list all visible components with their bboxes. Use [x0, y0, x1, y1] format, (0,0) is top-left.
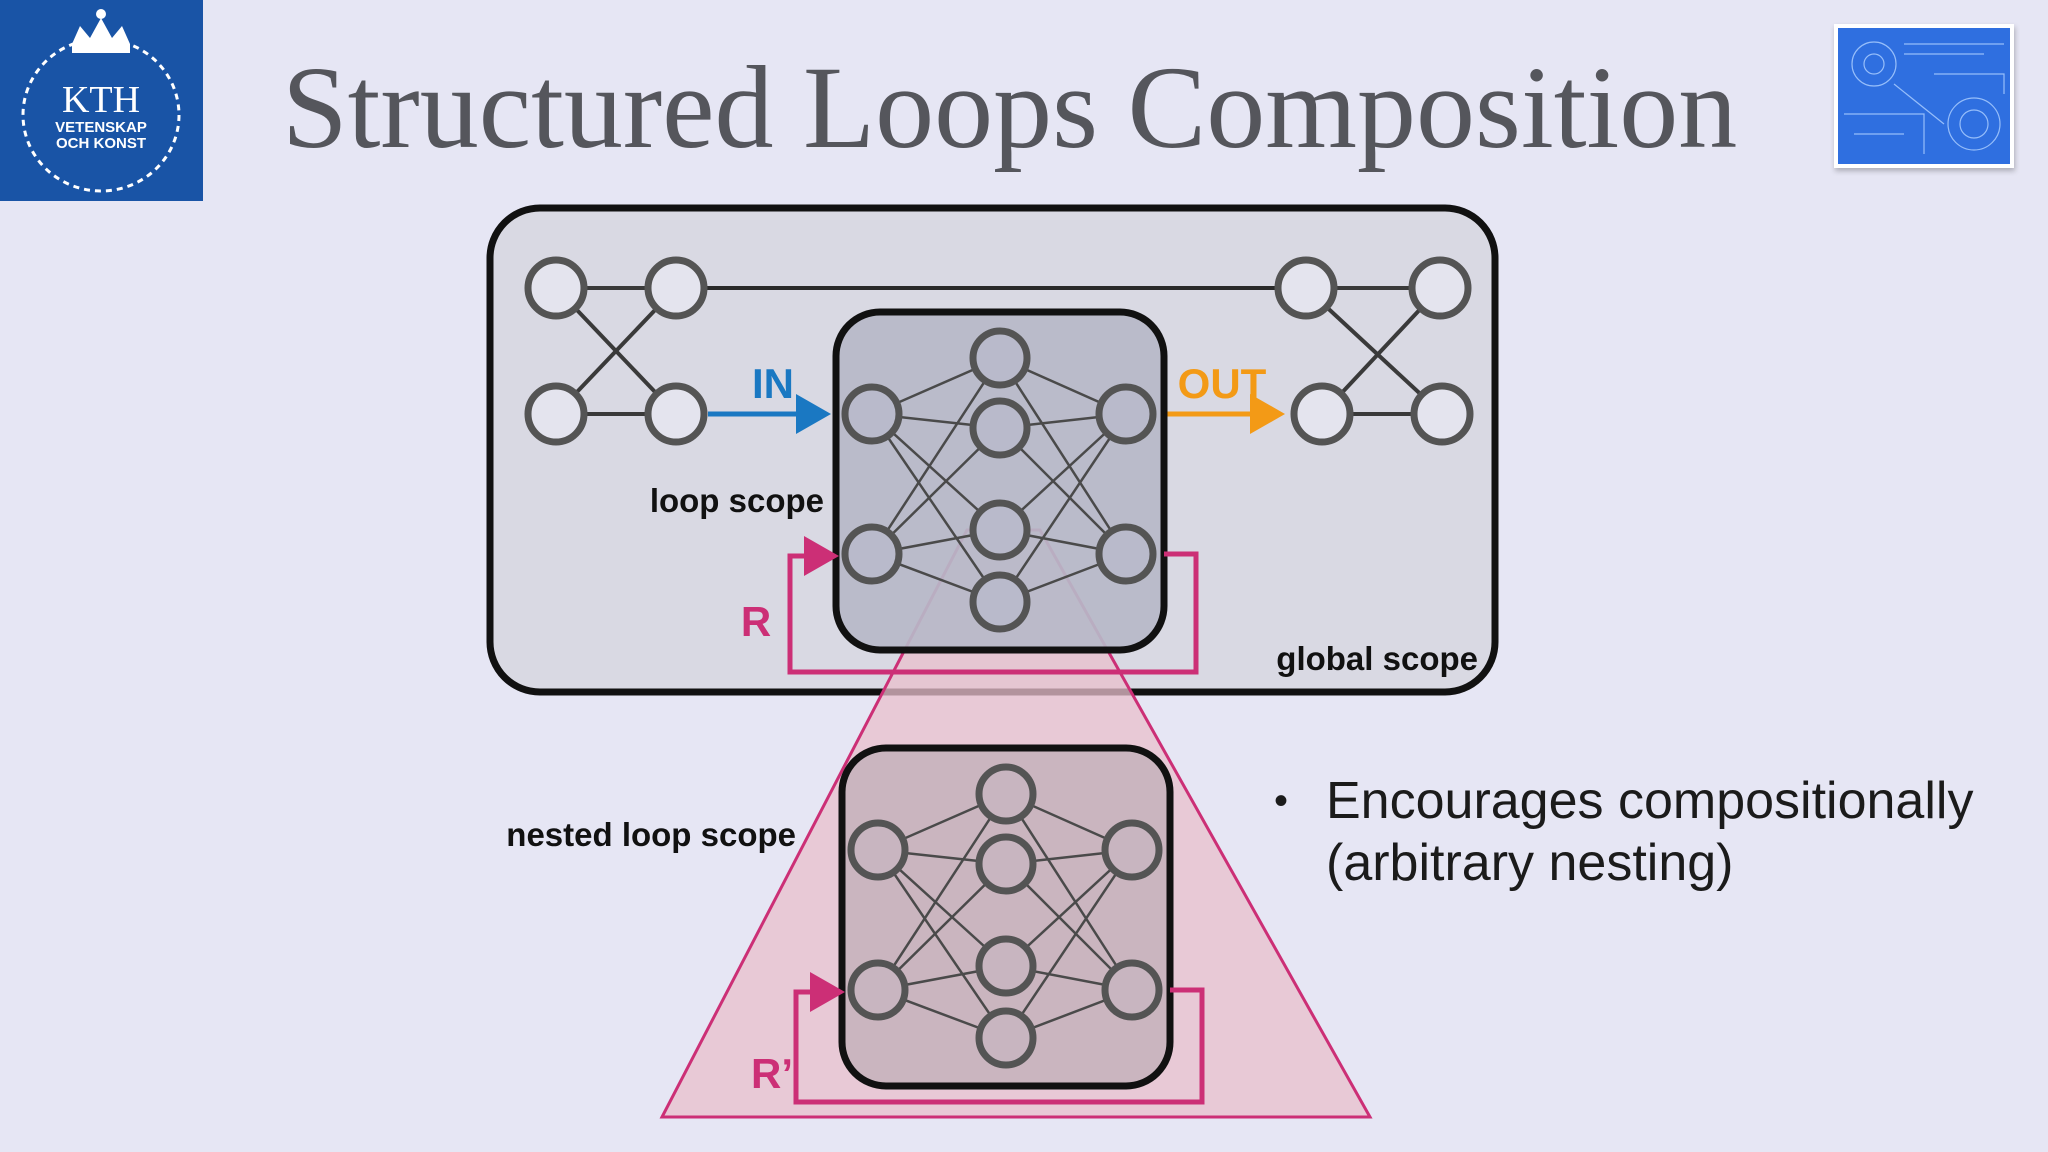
network-edge: [1004, 793, 1134, 991]
kth-logo: KTH VETENSKAP OCH KONST: [0, 0, 203, 201]
loop-scope-label: loop scope: [650, 482, 824, 519]
network-node: [841, 523, 903, 585]
logo-line1: VETENSKAP: [55, 119, 147, 136]
network-edge: [998, 413, 1128, 603]
nested-recurrence-arrow: [793, 972, 1205, 1105]
nested-loop-network: [847, 763, 1163, 1069]
network-edge: [1004, 849, 1134, 1039]
node: [524, 382, 588, 446]
in-label: IN: [752, 360, 794, 407]
network-node: [969, 499, 1031, 561]
network-edge: [870, 357, 1002, 555]
node: [524, 256, 588, 320]
nested-recurrence-label: R’: [751, 1050, 793, 1097]
bullet-line-1: Encourages compositionally: [1326, 772, 1974, 830]
network-node: [975, 935, 1037, 997]
network-node: [841, 383, 903, 445]
loop-scope-network: [841, 327, 1157, 633]
nested-loop-scope-label: nested loop scope: [506, 816, 796, 853]
left-network: [524, 256, 708, 446]
network-edge: [876, 849, 1008, 1039]
network-edge: [876, 793, 1008, 991]
network-node: [969, 327, 1031, 389]
network-node: [975, 833, 1037, 895]
blueprint-icon: [1838, 28, 2010, 164]
network-node: [847, 819, 909, 881]
network-edge: [998, 357, 1128, 555]
page-title: Structured Loops Composition: [282, 42, 1738, 173]
network-node: [1095, 383, 1157, 445]
network-node: [1095, 523, 1157, 585]
logo-line2: OCH KONST: [56, 135, 146, 152]
network-node: [969, 397, 1031, 459]
network-node: [969, 571, 1031, 633]
bullet-marker: •: [1274, 779, 1289, 823]
out-label: OUT: [1178, 360, 1267, 407]
logo-name: KTH: [62, 79, 140, 121]
network-node: [1101, 819, 1163, 881]
node: [644, 256, 708, 320]
node: [1274, 256, 1338, 320]
network-node: [847, 959, 909, 1021]
network-node: [1101, 959, 1163, 1021]
network-edge: [870, 413, 1002, 603]
recurrence-label: R: [741, 598, 771, 645]
global-scope-label: global scope: [1276, 640, 1478, 677]
node: [1410, 382, 1474, 446]
node: [644, 382, 708, 446]
kth-crest-icon: KTH VETENSKAP OCH KONST: [21, 9, 181, 193]
network-node: [975, 763, 1037, 825]
blueprint-thumbnail: [1834, 24, 2014, 168]
bullet-line-2: (arbitrary nesting): [1326, 834, 1734, 892]
node: [1408, 256, 1472, 320]
right-network: [1274, 256, 1474, 446]
loop-scope-box: [832, 308, 1168, 654]
recurrence-arrow: [787, 536, 1199, 675]
node: [1290, 382, 1354, 446]
network-node: [975, 1007, 1037, 1069]
nested-loop-scope-box: [838, 744, 1174, 1090]
